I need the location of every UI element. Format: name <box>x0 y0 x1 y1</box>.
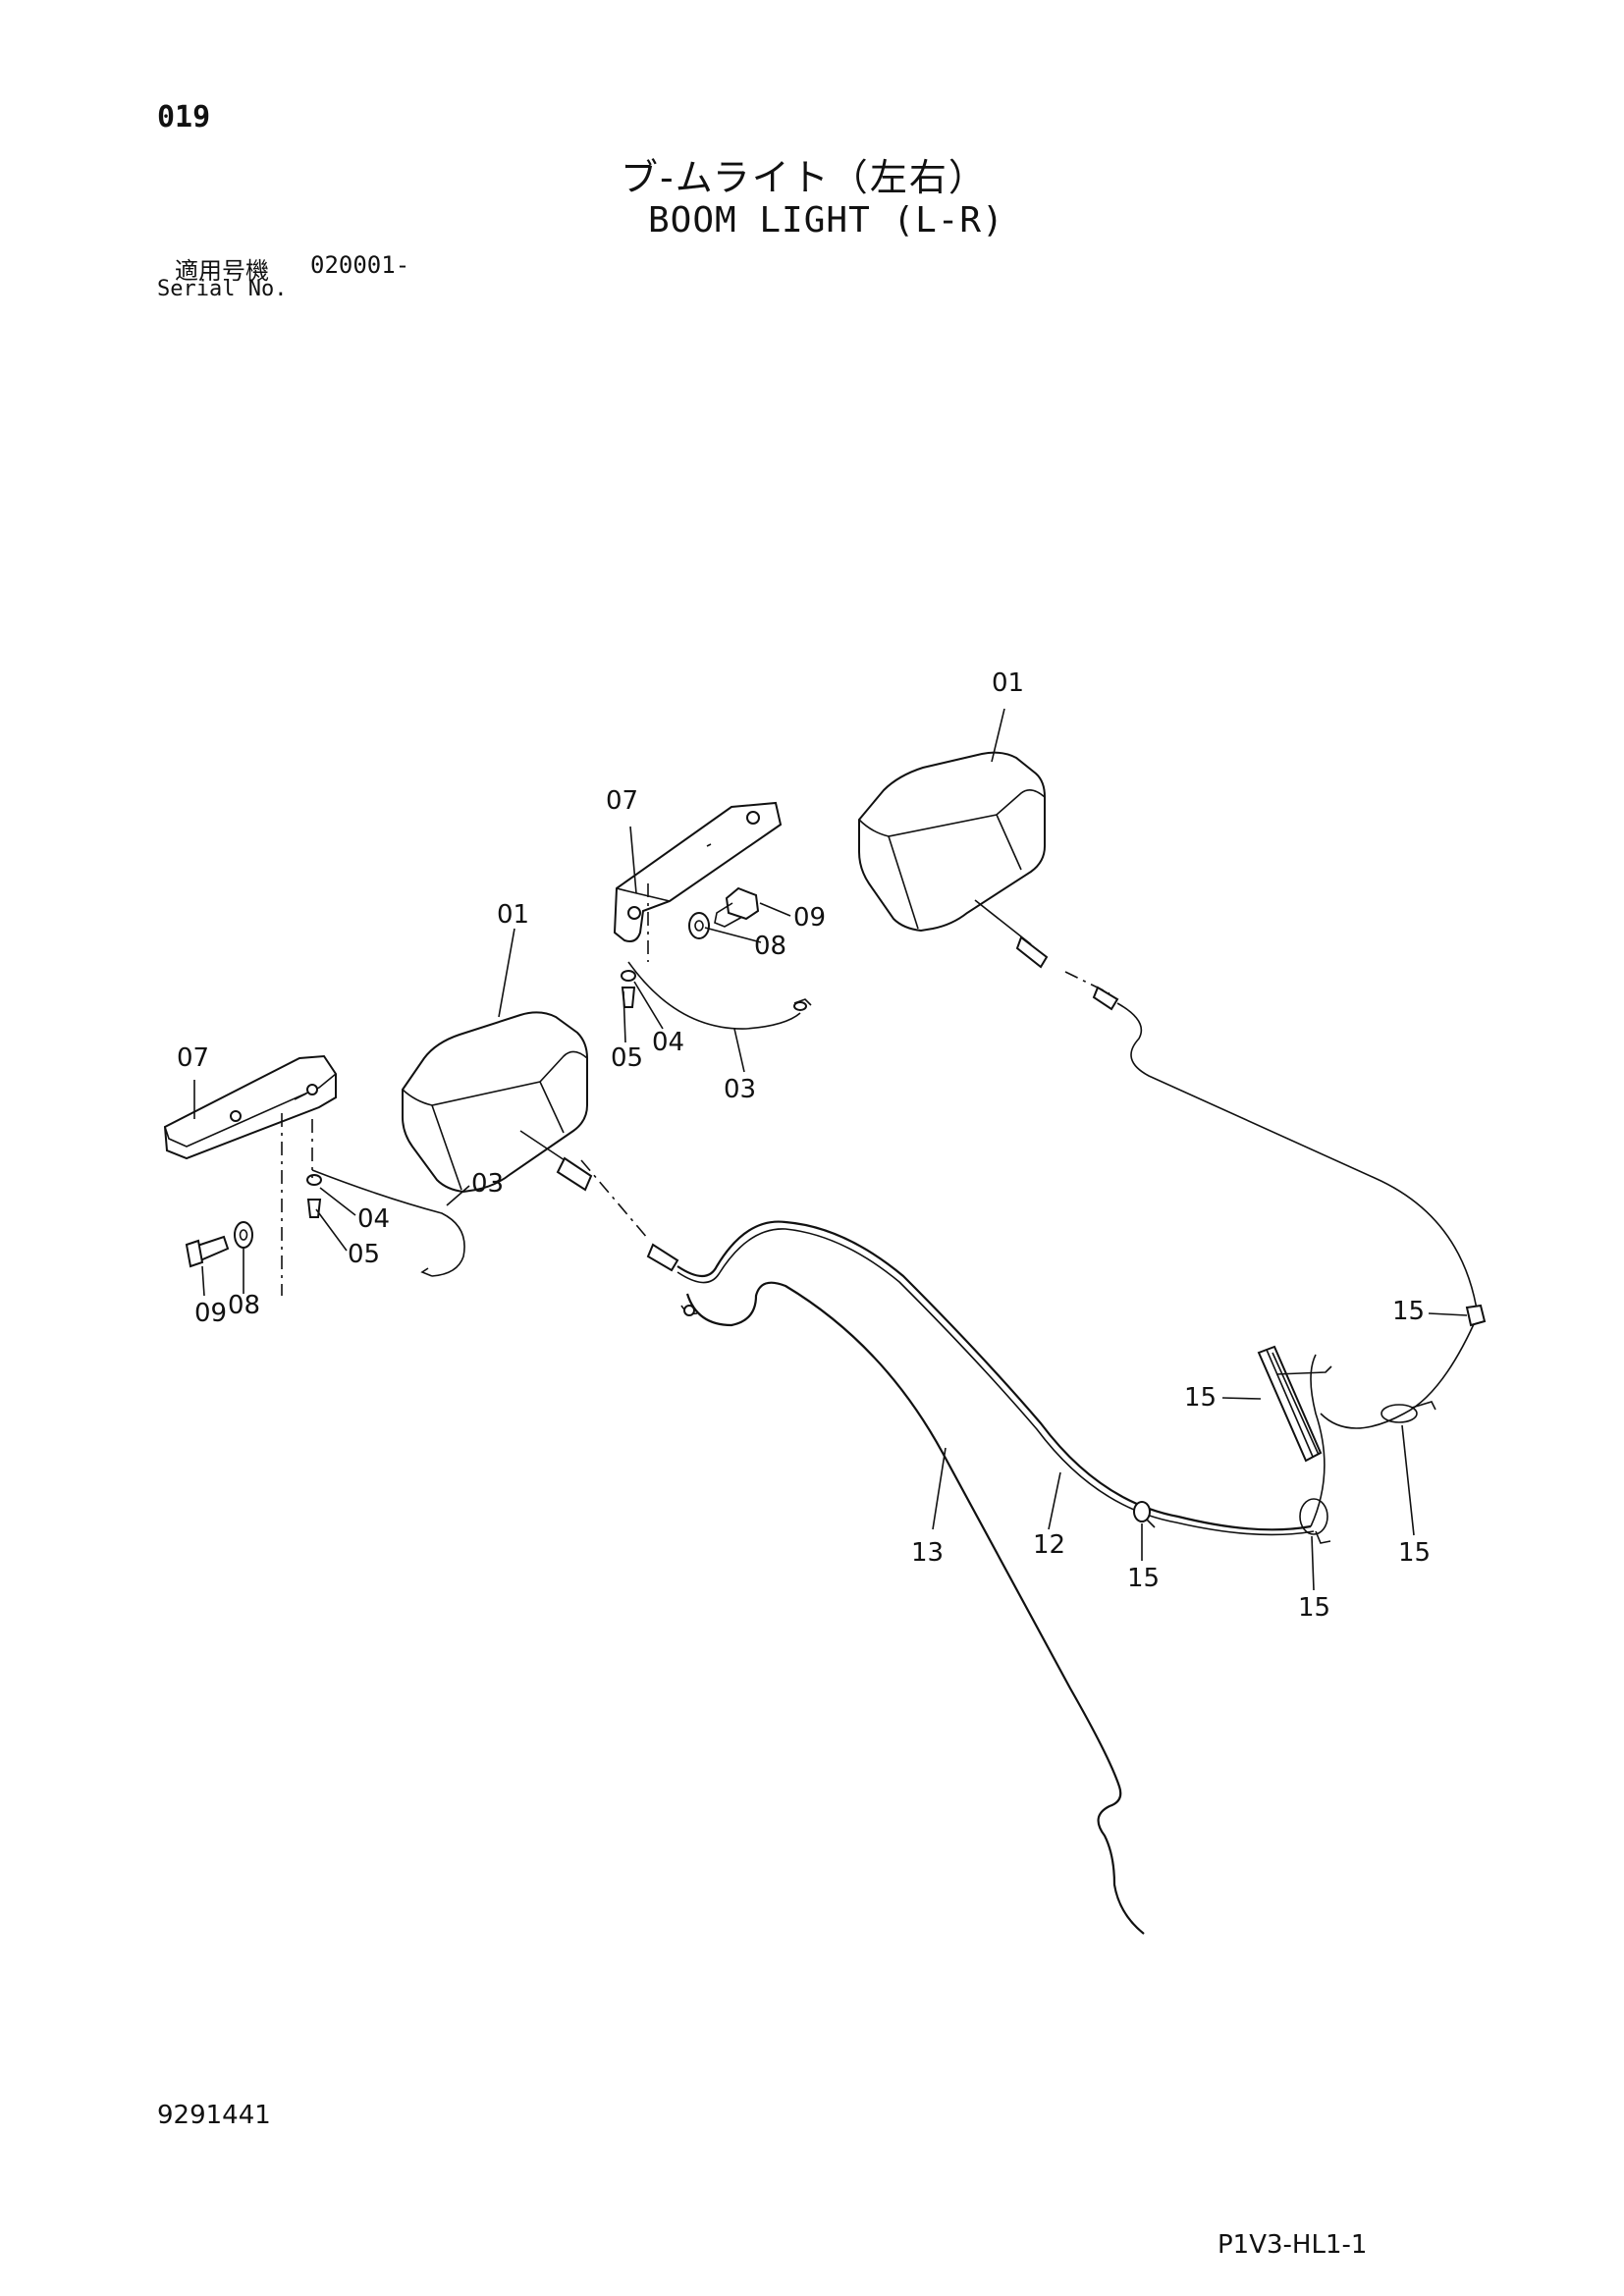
callout-07-upper: 07 <box>606 786 638 816</box>
callout-03-left: 03 <box>471 1169 504 1199</box>
boom-light-left <box>402 1011 588 1194</box>
callout-05-upper: 05 <box>611 1043 643 1073</box>
document-number: 9291441 <box>157 2101 271 2130</box>
serial-label-japanese: 適用号機 <box>175 257 269 285</box>
serial-value: 020001- <box>310 251 410 279</box>
title-japanese: ブ-ムライト（左右） <box>621 156 988 199</box>
bracket-upper <box>613 801 783 942</box>
callout-08-upper: 08 <box>754 932 786 961</box>
callout-08-left: 08 <box>228 1291 260 1320</box>
callout-05-left: 05 <box>348 1240 380 1269</box>
callout-15-right-lower: 15 <box>1398 1538 1431 1568</box>
harness-12 <box>519 1130 1479 1536</box>
page-number: 019 <box>157 100 211 134</box>
clip-15-center <box>1299 1498 1331 1544</box>
callout-01-right: 01 <box>992 668 1024 698</box>
clip-15-lower-left <box>1133 1501 1156 1528</box>
callout-04-upper: 04 <box>652 1028 684 1057</box>
ground-cable-03-upper <box>627 961 812 1030</box>
ground-cable-03-left <box>311 1169 465 1277</box>
callout-labels: 01 07 09 08 01 05 04 03 07 03 04 05 09 0… <box>177 668 1431 1623</box>
callout-07-left: 07 <box>177 1043 209 1073</box>
callout-15-bundle: 15 <box>1184 1383 1217 1413</box>
harness-13 <box>680 1281 1145 1935</box>
clip-bundle-15 <box>1257 1345 1332 1463</box>
callout-03-upper: 03 <box>724 1075 756 1104</box>
clip-15-right-lower <box>1380 1401 1436 1423</box>
callout-15-lower-left: 15 <box>1127 1564 1160 1593</box>
lamp-cable-right <box>974 899 1479 1316</box>
title-english: BOOM LIGHT (L-R) <box>648 200 1004 240</box>
figure-code: P1V3-HL1-1 <box>1218 2230 1368 2260</box>
callout-09-left: 09 <box>194 1299 227 1328</box>
screw-05-washer-04-left <box>306 1174 322 1218</box>
callout-01-left: 01 <box>497 900 529 930</box>
callout-13: 13 <box>911 1538 944 1568</box>
callout-15-right-upper: 15 <box>1392 1297 1425 1326</box>
callout-09-upper: 09 <box>793 903 826 933</box>
boom-light-right <box>858 751 1046 933</box>
bolt-09-upper <box>714 886 760 928</box>
washer-08-left <box>234 1221 253 1249</box>
leader-lines <box>193 708 1468 1591</box>
callout-12: 12 <box>1033 1530 1065 1560</box>
serial-label-english: Serial No. <box>157 277 288 301</box>
callout-04-left: 04 <box>357 1204 390 1234</box>
washer-08-upper <box>688 912 710 939</box>
callout-15-center: 15 <box>1298 1593 1330 1623</box>
bracket-left <box>163 1054 337 1160</box>
clip-15-right-upper <box>1465 1304 1487 1327</box>
bolt-09-left <box>185 1235 230 1268</box>
